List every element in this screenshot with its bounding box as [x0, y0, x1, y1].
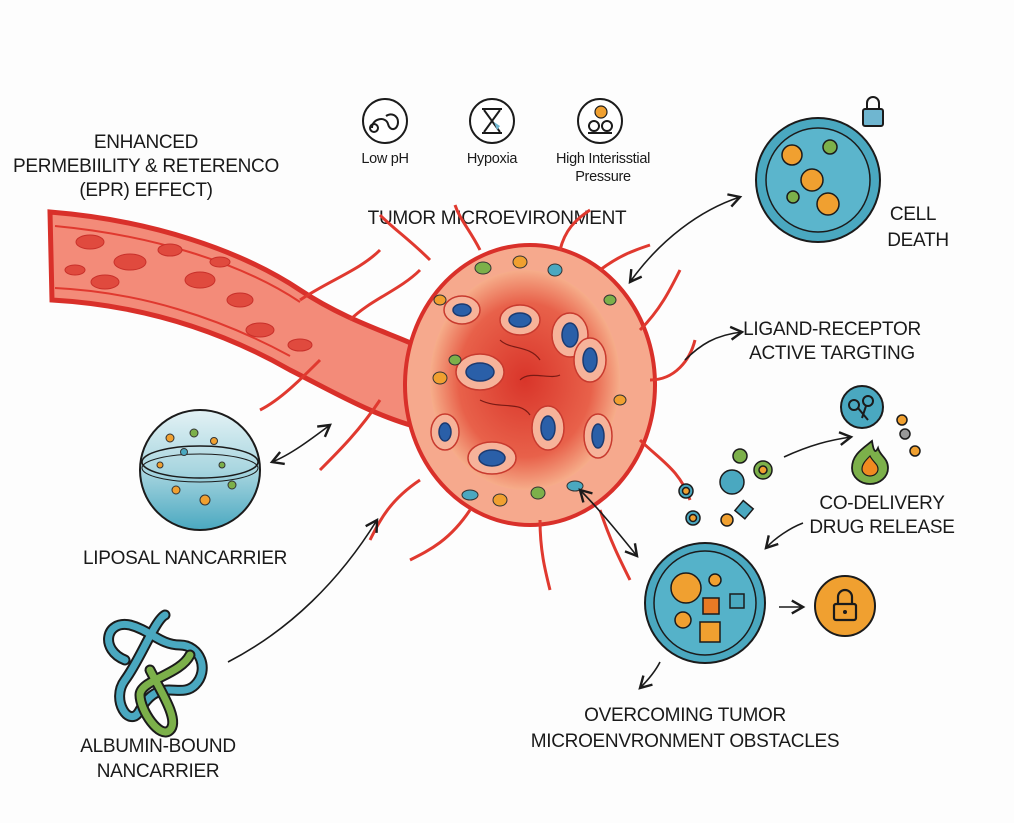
- pressure-label-2: Pressure: [575, 169, 631, 185]
- drug-particles: [678, 414, 921, 527]
- co-delivery-line-1: CO-DELIVERY: [819, 493, 945, 514]
- arrow-drug-release: [783, 431, 854, 458]
- albumin-line-1: ALBUMIN-BOUND: [80, 736, 236, 757]
- obstacles-cell: [644, 542, 766, 664]
- arrow-cell-death: [628, 193, 743, 284]
- arrow-tumor-obstacles: [578, 488, 639, 558]
- arrow-co-delivery: [764, 522, 804, 550]
- arrow-liposome: [269, 423, 332, 466]
- ligand-receptor-line-2: ACTIVE TARGTING: [749, 343, 915, 364]
- flame-icon: [851, 439, 889, 485]
- obstacles-line-2: MICROENVRONMENT OBSTACLES: [531, 731, 840, 752]
- epr-line-1: ENHANCED: [94, 132, 198, 153]
- arrows: [227, 193, 854, 690]
- co-delivery-line-2: DRUG RELEASE: [809, 517, 954, 538]
- scissors-icon: [840, 385, 884, 429]
- albumin-line-2: NANCARRIER: [97, 761, 220, 782]
- pressure-gauge-icon: [577, 98, 623, 144]
- liposome-nanocarrier: [139, 409, 261, 531]
- condition-high-pressure: High Interisstial Pressure: [556, 98, 650, 185]
- low-ph-label: Low pH: [361, 151, 408, 167]
- arrow-ligand: [684, 325, 745, 361]
- condition-low-ph: Low pH: [361, 98, 409, 167]
- cell-death-line-2: DEATH: [887, 230, 948, 251]
- epr-effect-label: ENHANCED PERMEBIILITY & RETERENCO (EPR) …: [13, 132, 279, 201]
- hypoxia-label: Hypoxia: [467, 151, 519, 167]
- arrow-albumin: [227, 517, 379, 663]
- arrow-to-obstacles-label: [638, 661, 661, 690]
- tumor-mass: [368, 204, 697, 591]
- cell-death-line-1: CELL: [890, 204, 936, 225]
- lock-icon: [862, 96, 884, 127]
- blood-vessel: [47, 209, 443, 472]
- acid-droplet-icon: [362, 98, 408, 144]
- lock-icon: [814, 575, 876, 637]
- pressure-label-1: High Interisstial: [556, 151, 650, 167]
- epr-line-3: (EPR) EFFECT): [79, 180, 212, 201]
- condition-hypoxia: Hypoxia: [467, 98, 519, 167]
- ligand-receptor-line-1: LIGAND-RECEPTOR: [743, 319, 921, 340]
- hourglass-icon: [469, 98, 515, 144]
- albumin-nanocarrier: [103, 609, 208, 738]
- obstacles-line-1: OVERCOMING TUMOR: [584, 705, 786, 726]
- epr-line-2: PERMEBIILITY & RETERENCO: [13, 156, 279, 177]
- cell-death-cell: [755, 117, 881, 243]
- tumor-microenvironment-label: TUMOR MICROEVIRONMENT: [368, 208, 627, 229]
- liposomal-label: LIPOSAL NANCARRIER: [83, 548, 287, 569]
